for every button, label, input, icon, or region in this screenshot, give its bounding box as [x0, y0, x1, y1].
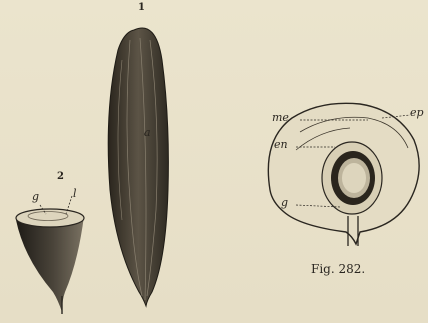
cut-fruit-label-g: g [32, 191, 39, 202]
cut-fruit-label-l: l [73, 188, 77, 199]
figure-1-number: 1 [138, 3, 145, 13]
figure-caption: Fig. 282. [311, 262, 365, 276]
whole-fruit-label-a: a [144, 127, 151, 138]
cut-fruit-drawing [16, 196, 84, 314]
figure-2-number: 2 [57, 172, 64, 182]
section-label-ep: ep [410, 107, 424, 118]
section-label-en: en [274, 139, 288, 150]
fruit-section-drawing [268, 103, 419, 246]
section-label-me: me [272, 112, 289, 123]
section-label-g: g [281, 197, 288, 208]
whole-fruit-drawing [108, 28, 168, 306]
